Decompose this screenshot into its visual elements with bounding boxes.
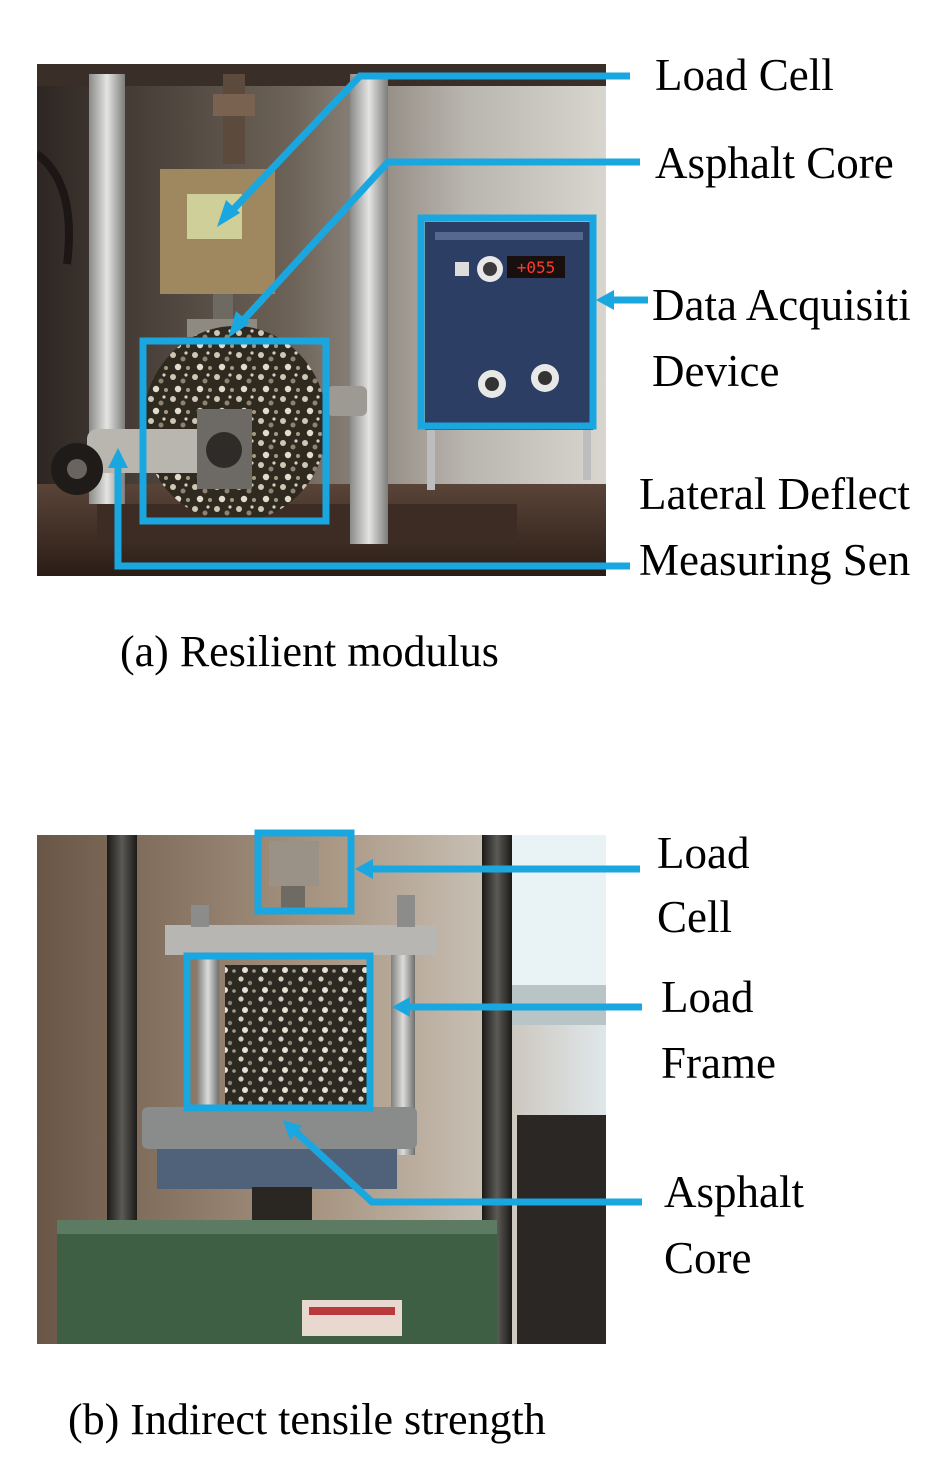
label-b-load-cell-line2: Cell bbox=[657, 892, 732, 942]
caption-a: (a) Resilient modulus bbox=[120, 627, 499, 676]
indirect-tensile-scene bbox=[37, 835, 606, 1344]
label-load-cell: Load Cell bbox=[655, 50, 834, 100]
label-b-asphalt-core-line2: Core bbox=[664, 1233, 752, 1283]
indirect-tensile-photo bbox=[37, 835, 606, 1344]
resilient-modulus-scene: +055 bbox=[37, 64, 606, 576]
resilient-modulus-photo: +055 bbox=[37, 64, 606, 576]
label-b-asphalt-core-line1: Asphalt bbox=[664, 1167, 804, 1217]
panel-resilient-modulus: +055 bbox=[0, 0, 938, 720]
label-data-acquisition-line2: Device bbox=[652, 346, 780, 396]
device-readout: +055 bbox=[517, 258, 556, 277]
label-asphalt-core: Asphalt Core bbox=[655, 138, 894, 188]
panel-indirect-tensile: Load Cell Load Frame Asphalt Core (b) In… bbox=[0, 760, 938, 1473]
label-b-load-frame-line1: Load bbox=[661, 972, 754, 1022]
caption-b: (b) Indirect tensile strength bbox=[68, 1395, 546, 1444]
label-b-load-cell-line1: Load bbox=[657, 828, 750, 878]
label-b-load-frame-line2: Frame bbox=[661, 1038, 776, 1088]
label-lateral-line2: Measuring Sen bbox=[639, 535, 911, 585]
label-lateral-line1: Lateral Deflect bbox=[639, 469, 911, 519]
label-data-acquisition-line1: Data Acquisiti bbox=[652, 280, 911, 330]
